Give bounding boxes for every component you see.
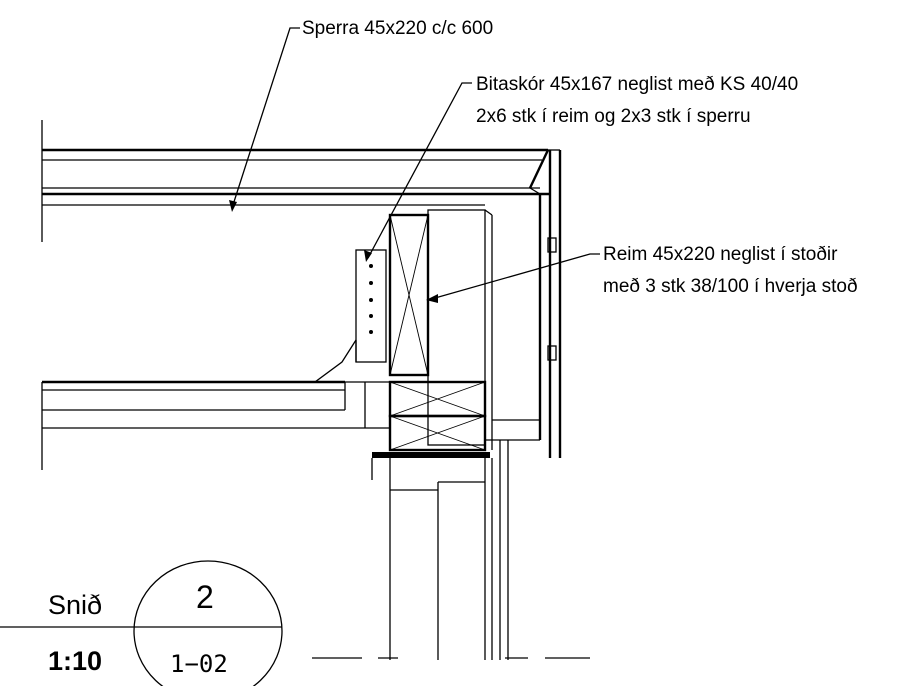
rafter [41, 120, 550, 242]
section-label: Snið [48, 590, 102, 620]
wall-studs [371, 440, 509, 660]
section-marker [0, 560, 590, 686]
rim-beam [388, 209, 493, 450]
section-scale: 1:10 [48, 646, 102, 676]
joist-hanger [313, 249, 390, 383]
sheet-reference: 1−02 [170, 650, 228, 678]
section-number: 2 [196, 579, 214, 615]
callout-reim-line1: Reim 45x220 neglist í stoðir [603, 244, 838, 265]
callout-bitaskor-line2: 2x6 stk í reim og 2x3 stk í sperru [476, 106, 751, 127]
callout-bitaskor-line1: Bitaskór 45x167 neglist með KS 40/40 [476, 74, 798, 95]
floor-joist [41, 380, 390, 470]
fascia-detail [485, 149, 562, 458]
leader-lines [229, 27, 600, 303]
callout-sperra: Sperra 45x220 c/c 600 [302, 18, 493, 39]
callout-reim-line2: með 3 stk 38/100 í hverja stoð [603, 276, 858, 297]
plate-blocks [372, 380, 490, 458]
